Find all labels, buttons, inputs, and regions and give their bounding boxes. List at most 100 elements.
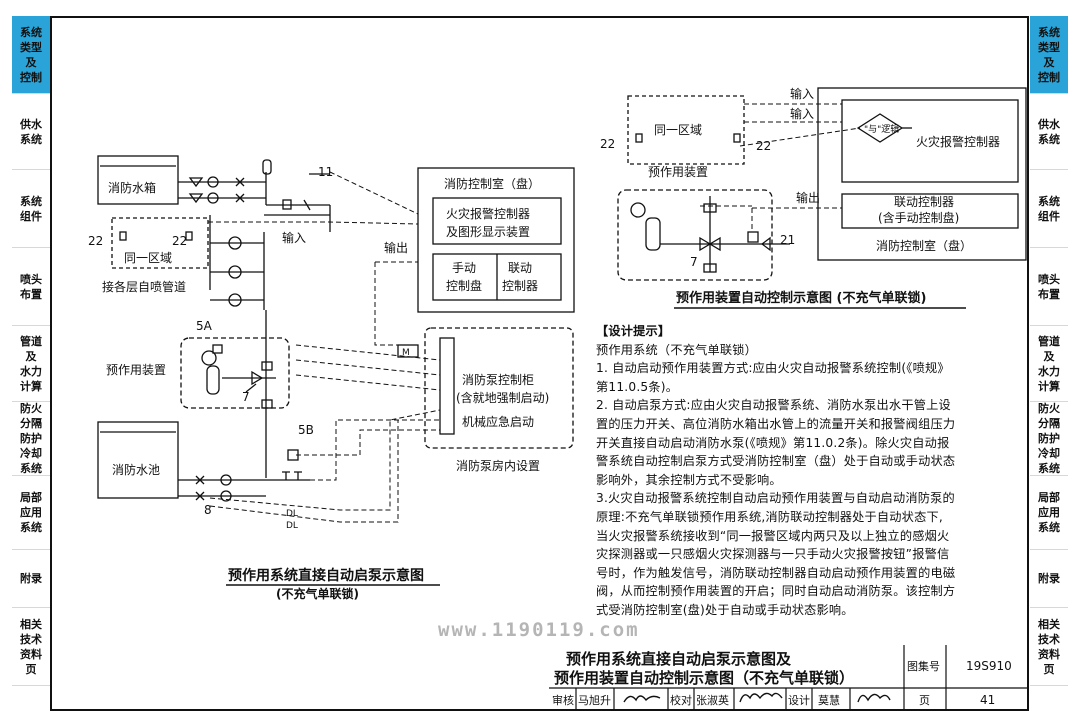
and-logic: "与"逻辑: [864, 123, 899, 135]
page-number: 41: [980, 693, 995, 707]
num-8: 8: [204, 503, 212, 517]
check-label: 校对: [670, 693, 692, 707]
watermark: www.1190119.com: [438, 619, 640, 641]
side-tab-left-4[interactable]: 管道 及 水力 计算: [12, 326, 50, 402]
design-notes: 【设计提示】 预作用系统（不充气单联锁） 1. 自动启动预作用装置方式:应由火灾自…: [596, 322, 1028, 620]
num-5a: 5A: [196, 319, 213, 333]
design-label: 设计: [788, 694, 810, 707]
m-label: M: [402, 348, 410, 358]
right-input-2: 输入: [790, 106, 814, 121]
notes-line: 预作用系统（不充气单联锁）: [596, 342, 758, 357]
notes-body: 预作用系统（不充气单联锁） 1. 自动启动预作用装置方式:应由火灾自动报警系统控制…: [596, 341, 1028, 620]
link-1: 联动: [508, 261, 532, 275]
num-7-left: 7: [242, 390, 250, 404]
side-tab-right-2[interactable]: 系统 组件: [1030, 170, 1068, 248]
notes-line: 2. 自动启泵方式:应由火灾自动报警系统、消防水泵出水干管上设: [596, 398, 951, 413]
right-input-1: 输入: [790, 86, 814, 101]
right-caption: 预作用装置自动控制示意图 (不充气单联锁): [676, 290, 926, 306]
side-tab-left-2[interactable]: 系统 组件: [12, 170, 50, 248]
zone-num-left: 22: [88, 234, 103, 248]
sprinkler-pipes-label: 接各层自喷管道: [102, 279, 186, 294]
notes-line: 1. 自动启动预作用装置方式:应由火灾自动报警系统控制(《喷规》: [596, 361, 950, 376]
right-num-7: 7: [690, 255, 698, 269]
review-label: 审核: [552, 693, 574, 707]
preaction-label: 预作用装置: [106, 363, 166, 377]
side-tab-right-3[interactable]: 喷头 布置: [1030, 248, 1068, 326]
side-tab-left-1[interactable]: 供水 系统: [12, 94, 50, 170]
fire-water-tank: [97, 155, 179, 205]
notes-line: 开关直接自动启动消防水泵(《喷规》第11.0.2条)。除火灾自动报: [596, 435, 950, 450]
zone-label: 同一区域: [124, 251, 172, 265]
mech-start: 机械应急启动: [462, 414, 534, 429]
side-tab-left-7[interactable]: 附录: [12, 550, 50, 608]
right-control-room: 消防控制室（盘）: [876, 238, 972, 253]
side-tab-right-4[interactable]: 管道 及 水力 计算: [1030, 326, 1068, 402]
atlas-label: 图集号: [907, 659, 940, 673]
fire-alarm-ctrl-2: 及图形显示装置: [446, 225, 530, 239]
notes-line: 警系统自动控制启泵方式受消防控制室（盘）处于自动或手动状态: [596, 454, 956, 469]
side-tab-left-8[interactable]: 相关 技术 资料 页: [12, 608, 50, 686]
notes-heading: 【设计提示】: [596, 324, 671, 338]
right-fire-alarm: 火灾报警控制器: [916, 134, 1000, 149]
notes-line: 3.火灾自动报警系统控制自动启动预作用装置与自动启动消防泵的: [596, 491, 955, 506]
right-link-ctrl-1: 联动控制器: [894, 195, 954, 209]
right-num-22a: 22: [600, 137, 615, 151]
right-output: 输出: [796, 190, 820, 205]
output-label: 输出: [384, 240, 408, 255]
pump-room-label: 消防泵房内设置: [456, 458, 540, 473]
notes-line: 影响外，其余控制方式不受影响。: [596, 472, 782, 487]
tank-label: 消防水箱: [108, 180, 156, 195]
notes-line: 当火灾报警系统接收到“同一报警区域内两只及以上独立的感烟火: [596, 528, 950, 543]
side-tab-right-6[interactable]: 局部 应用 系统: [1030, 476, 1068, 550]
side-tab-right-7[interactable]: 附录: [1030, 550, 1068, 608]
manual-1: 手动: [452, 261, 476, 275]
pool-label: 消防水池: [112, 462, 160, 477]
control-room-box: [417, 167, 575, 313]
right-num-21: 21: [780, 233, 795, 247]
right-control-room-box: [817, 87, 1027, 261]
pump-cabinet-1: 消防泵控制柜: [462, 372, 534, 387]
dl-label-2: DL: [286, 521, 298, 531]
notes-line: 灾探测器或一只感烟火灾探测器与一只手动火灾报警按钮”报警信: [596, 547, 950, 562]
notes-line: 原理:不充气单联锁预作用系统,消防联动控制器处于自动状态下,: [596, 509, 943, 524]
title-line-1: 预作用系统直接自动启泵示意图及: [566, 650, 792, 668]
dl-label-1: DL: [286, 509, 298, 519]
zone-num-right: 22: [172, 234, 187, 248]
control-room-label: 消防控制室（盘）: [444, 176, 540, 191]
left-caption-1: 预作用系统直接自动启泵示意图: [228, 567, 424, 584]
side-tab-right-5[interactable]: 防火 分隔 防护 冷却 系统: [1030, 402, 1068, 476]
side-tab-left-5[interactable]: 防火 分隔 防护 冷却 系统: [12, 402, 50, 476]
fire-alarm-ctrl-1: 火灾报警控制器: [446, 206, 530, 221]
side-tab-right-1[interactable]: 供水 系统: [1030, 94, 1068, 170]
checker-name: 张淑英: [696, 693, 729, 707]
left-caption-2: (不充气单联锁): [276, 586, 359, 601]
side-tab-left-0[interactable]: 系统 类型 及 控制: [12, 16, 50, 94]
reviewer-name: 马旭升: [578, 693, 611, 707]
side-tab-right-8[interactable]: 相关 技术 资料 页: [1030, 608, 1068, 686]
page-label: 页: [919, 694, 930, 707]
title-line-2: 预作用装置自动控制示意图（不充气单联锁）: [554, 669, 854, 687]
notes-line: 置的压力开关、高位消防水箱出水管上的流量开关和报警阀组压力: [596, 416, 956, 431]
notes-line: 第11.0.5条)。: [596, 379, 679, 394]
link-2: 控制器: [502, 279, 538, 293]
input-label: 输入: [282, 230, 306, 245]
designer-signature: [857, 693, 891, 703]
right-num-22b: 22: [756, 139, 771, 153]
right-preaction: 预作用装置: [648, 165, 708, 179]
checker-signature: [739, 692, 783, 703]
num-11: 11: [318, 165, 333, 179]
reviewer-signature: [623, 695, 661, 703]
drawing-frame: [50, 16, 1029, 711]
notes-line: 号时，作为触发信号，消防联动控制器自动启动预作用装置的电磁: [596, 565, 956, 580]
notes-line: 式受消防控制室(盘)处于自动或手动状态影响。: [596, 602, 854, 617]
right-link-ctrl-2: (含手动控制盘): [878, 210, 959, 225]
side-tab-left-3[interactable]: 喷头 布置: [12, 248, 50, 326]
num-5b: 5B: [298, 423, 314, 437]
side-tab-right-0[interactable]: 系统 类型 及 控制: [1030, 16, 1068, 94]
designer-name: 莫慧: [818, 693, 840, 707]
pump-cabinet-2: (含就地强制启动): [456, 390, 549, 405]
notes-line: 阀，从而控制预作用装置的开启；同时自动启动消防泵。该控制方: [596, 584, 956, 599]
manual-2: 控制盘: [446, 278, 482, 293]
side-tab-left-6[interactable]: 局部 应用 系统: [12, 476, 50, 550]
